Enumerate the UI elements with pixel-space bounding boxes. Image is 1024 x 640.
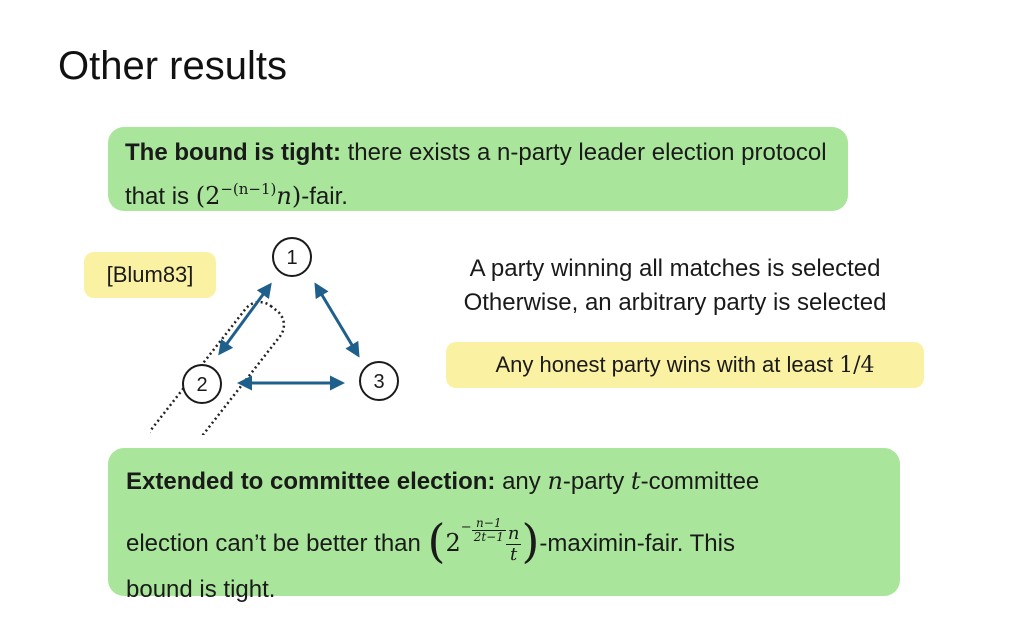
- fairness-formula: (2−(n−1)n): [195, 180, 302, 210]
- tight-bound-callout: The bound is tight: there exists a n-par…: [108, 127, 848, 211]
- committee-heading: Extended to committee election:: [126, 468, 496, 495]
- node-1: 1: [272, 237, 312, 277]
- node-3-label: 3: [373, 371, 384, 393]
- committee-line-3: bound is tight.: [126, 576, 276, 603]
- node-2-label: 2: [196, 374, 207, 396]
- honest-party-text: Any honest party wins with at least: [495, 352, 840, 377]
- rule-line-2: Otherwise, an arbitrary party is selecte…: [463, 289, 887, 316]
- rule-line-1: A party winning all matches is selected: [469, 255, 881, 282]
- honest-party-fraction: 1/4: [839, 353, 875, 378]
- committee-text: Extended to committee election: any n-pa…: [126, 458, 886, 613]
- tight-bound-suffix: -fair.: [301, 183, 348, 210]
- slide-title: Other results: [58, 44, 287, 88]
- tournament-diagram: 1 2 3: [150, 237, 399, 435]
- node-3: 3: [359, 361, 399, 401]
- arrow-1-3: [314, 282, 360, 358]
- tight-bound-body: there exists a n-party leader election p…: [125, 139, 827, 210]
- node-1-label: 1: [286, 247, 297, 269]
- arrow-1-2: [218, 282, 272, 356]
- committee-line-1: Extended to committee election: any n-pa…: [126, 467, 760, 495]
- tight-bound-heading: The bound is tight:: [125, 139, 341, 166]
- honest-party-note: Any honest party wins with at least 1/4: [446, 342, 924, 388]
- node-2: 2: [182, 364, 222, 404]
- tight-bound-text: The bound is tight: there exists a n-par…: [125, 135, 835, 215]
- citation-badge: [Blum83]: [84, 252, 216, 298]
- committee-callout: Extended to committee election: any n-pa…: [108, 448, 900, 603]
- coalition-outline: [150, 300, 286, 435]
